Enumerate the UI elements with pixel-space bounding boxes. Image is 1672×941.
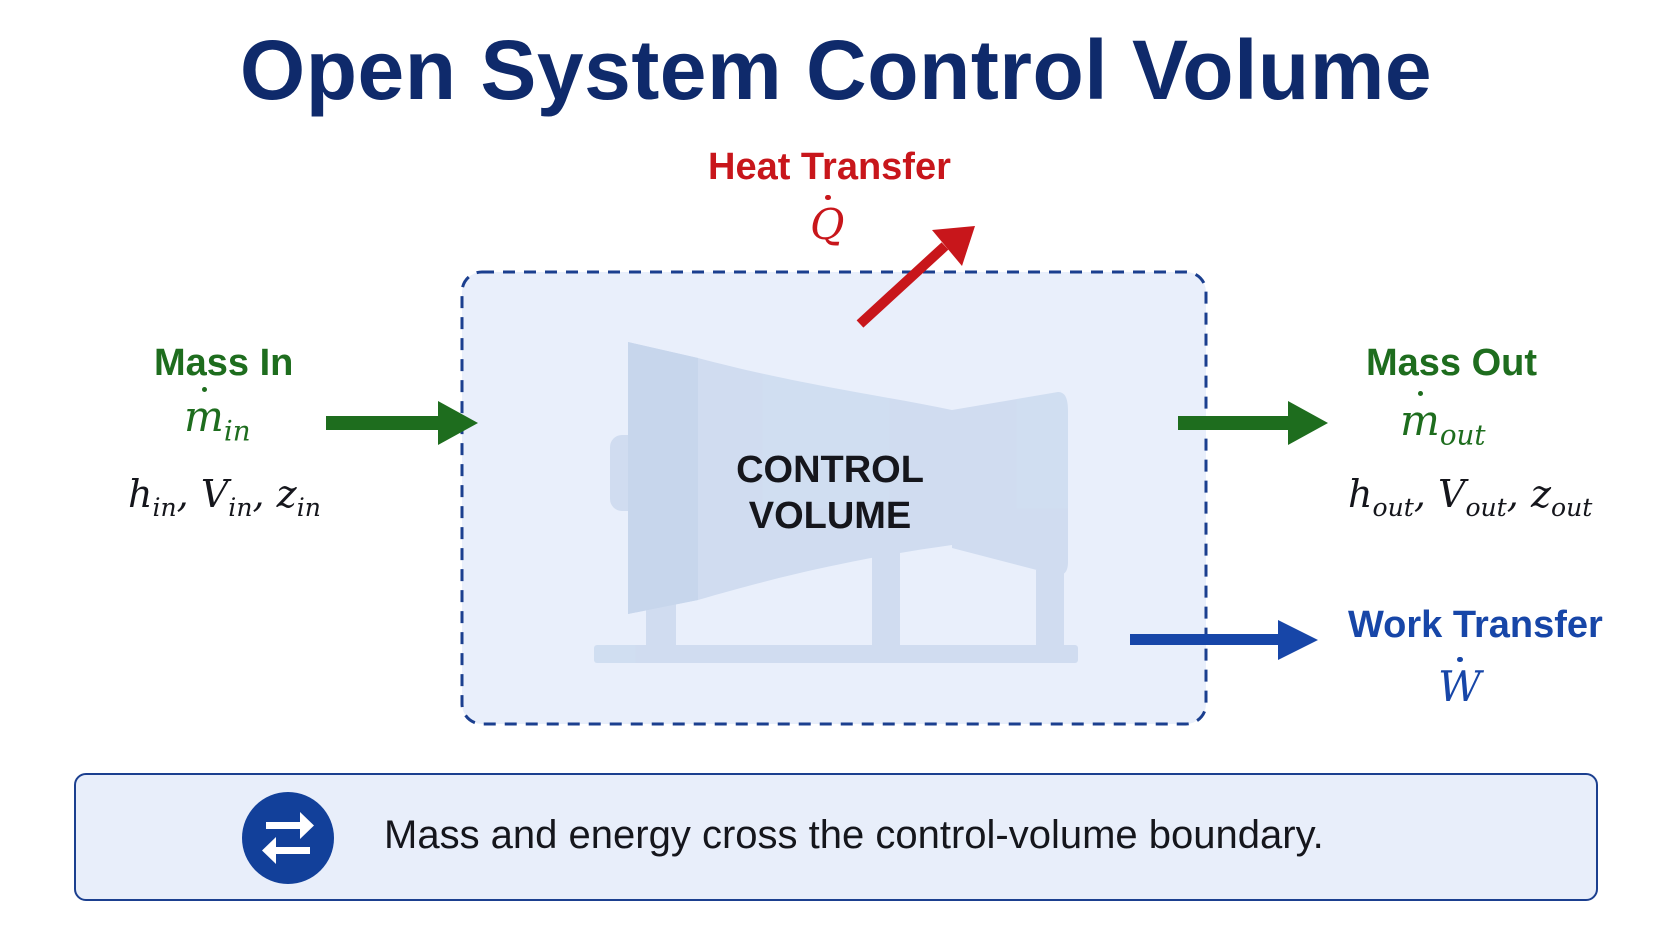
work-rate-letter: W (1438, 656, 1482, 711)
heat-transfer-label: Heat Transfer (708, 146, 951, 188)
turbine-device-illustration (594, 342, 1078, 663)
mass-in-label: Mass In (154, 342, 294, 384)
mass-in-rate-letter: m (184, 386, 224, 441)
velocity-in-symbol: V (200, 472, 229, 516)
control-volume-label: CONTROL VOLUME (700, 447, 960, 539)
elevation-out-subscript: out (1550, 492, 1593, 522)
enthalpy-out-symbol: h (1348, 472, 1373, 516)
work-rate-symbol: W (1438, 656, 1482, 711)
mass-in-arrow (326, 401, 478, 445)
mass-in-rate-subscript: in (223, 414, 251, 448)
mass-out-properties: hout, Vout, zout (1348, 472, 1593, 522)
velocity-in-subscript: in (228, 492, 253, 522)
control-volume-label-line2: VOLUME (748, 495, 912, 537)
control-volume-label-line1: CONTROL (736, 449, 924, 491)
mass-in-rate-symbol: min (184, 386, 251, 448)
mass-out-rate-letter: m (1400, 390, 1440, 445)
heat-rate-letter: Q (810, 194, 845, 249)
heat-transfer-arrow (856, 226, 975, 328)
page-title: Open System Control Volume (239, 23, 1433, 117)
mass-in-properties: hin, Vin, zin (128, 472, 321, 522)
mass-out-label: Mass Out (1366, 342, 1538, 384)
work-transfer-label: Work Transfer (1348, 604, 1603, 646)
enthalpy-out-subscript: out (1372, 492, 1414, 522)
enthalpy-in-subscript: in (152, 492, 177, 522)
enthalpy-in-symbol: h (128, 472, 153, 516)
swap-arrows-icon-graphic (262, 812, 314, 864)
velocity-out-symbol: V (1437, 472, 1466, 516)
mass-out-rate-symbol: mout (1400, 390, 1486, 452)
swap-arrows-icon (242, 792, 334, 884)
work-transfer-arrow (1130, 620, 1318, 660)
elevation-in-subscript: in (296, 492, 321, 522)
elevation-out-symbol: z (1530, 472, 1551, 516)
mass-out-rate-subscript: out (1439, 418, 1486, 452)
heat-rate-symbol: Q (810, 194, 845, 249)
info-banner-text: Mass and energy cross the control-volume… (384, 813, 1324, 857)
elevation-in-symbol: z (276, 472, 297, 516)
mass-out-arrow (1178, 401, 1328, 445)
velocity-out-subscript: out (1465, 492, 1507, 522)
